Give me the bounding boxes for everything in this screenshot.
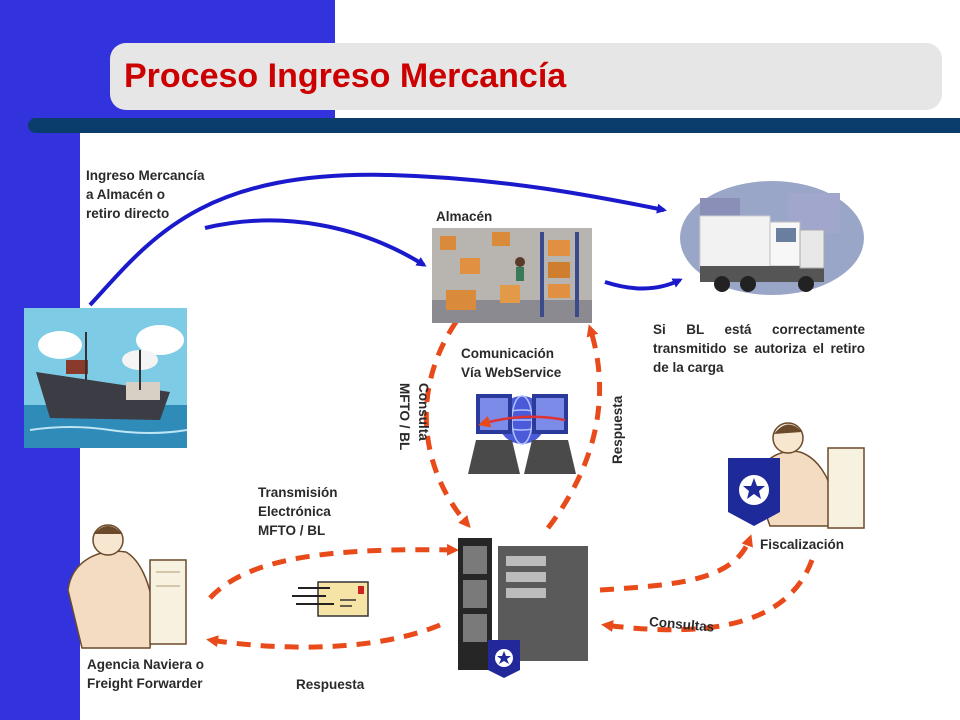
- title-bar: Proceso Ingreso Mercancía: [110, 43, 942, 110]
- arrow-respuesta-vertical: [546, 324, 603, 530]
- truck-image: [680, 181, 864, 295]
- label-respuesta-vertical: Respuesta: [610, 395, 625, 464]
- arrow-consulta-mfto: [423, 320, 471, 529]
- agent-person-image: [67, 524, 187, 649]
- arrow-almacen-to-truck: [604, 278, 683, 291]
- slide-title: Proceso Ingreso Mercancía: [124, 57, 567, 95]
- label-comunicacion-webservice: Comunicación Vía WebService: [461, 346, 562, 380]
- arrow-consultas: [601, 559, 815, 633]
- warehouse-image: [432, 228, 592, 323]
- title-underline-bar: [28, 118, 960, 133]
- envelope-image: [292, 581, 369, 617]
- customs-officer-image: [728, 422, 865, 529]
- arrow-respuesta-bottom: [206, 622, 441, 650]
- arrow-to-fiscalizacion: [599, 534, 753, 593]
- arrow-ship-to-almacen: [204, 218, 427, 267]
- webservice-image: [468, 390, 576, 478]
- arrow-ship-to-truck: [88, 172, 667, 307]
- server-image: [458, 538, 588, 678]
- label-autoriza-retiro: Si BL está correctamente transmitido se …: [653, 322, 865, 375]
- label-agencia-naviera: Agencia Naviera o Freight Forwarder: [87, 657, 205, 691]
- label-transmision-electronica: Transmisión Electrónica MFTO / BL: [258, 485, 338, 538]
- label-fiscalizacion: Fiscalización: [760, 537, 845, 552]
- label-consulta-mfto: Consulta MFTO / BL: [397, 383, 431, 451]
- ship-image: [24, 308, 188, 448]
- label-ingreso-mercancia: Ingreso Mercancía a Almacén o retiro dir…: [86, 168, 205, 221]
- label-respuesta-bottom: Respuesta: [296, 677, 365, 692]
- arrow-transmision: [208, 543, 459, 600]
- label-almacen: Almacén: [436, 209, 493, 224]
